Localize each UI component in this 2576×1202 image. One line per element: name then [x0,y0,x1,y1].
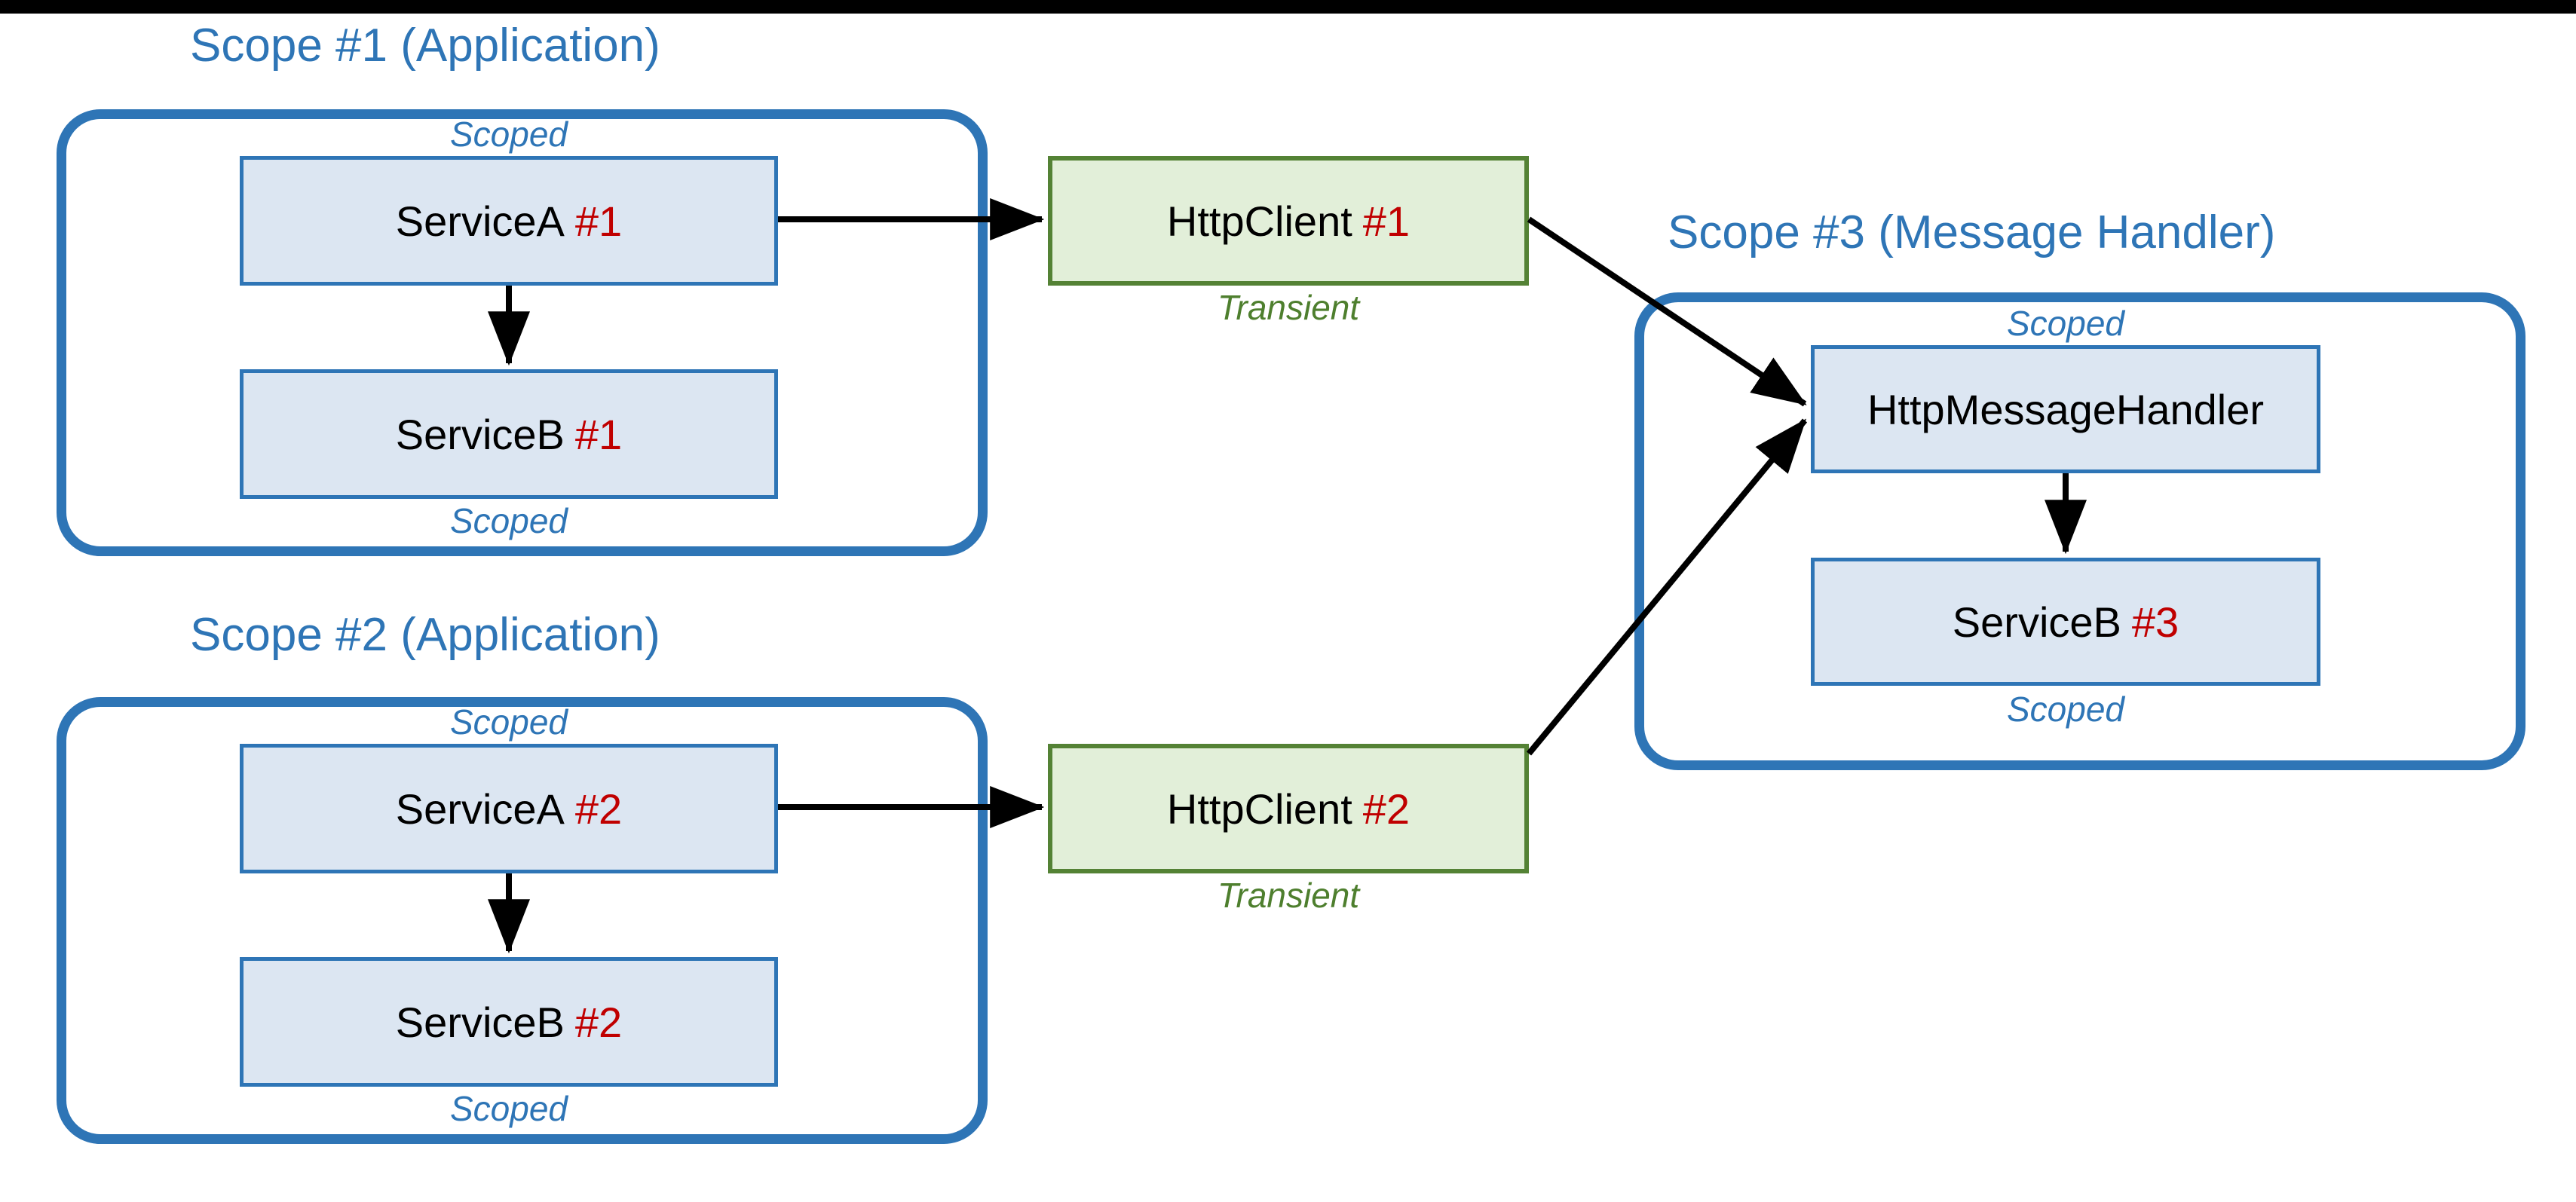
service-b-2-lifetime-label: Scoped [449,1089,568,1128]
service-a-1-lifetime-label: Scoped [449,115,568,154]
node-http-client-1[interactable]: HttpClient #1 [1048,156,1529,286]
service-a-2-lifetime-label: Scoped [449,702,568,742]
node-service-b-3[interactable]: ServiceB #3 [1811,558,2320,686]
node-service-b-1-name: ServiceB [395,410,565,458]
service-b-1-lifetime-label: Scoped [449,501,568,540]
node-http-client-2[interactable]: HttpClient #2 [1048,744,1529,873]
node-http-message-handler-name: HttpMessageHandler [1867,385,2265,433]
node-service-a-1-name: ServiceA [395,197,565,245]
node-http-message-handler[interactable]: HttpMessageHandler [1811,345,2320,473]
scope-2-container [57,697,988,1144]
scope-3-container [1634,292,2525,770]
node-http-client-1-index: #1 [1362,197,1411,245]
node-service-b-2-name: ServiceB [395,998,565,1046]
node-service-a-1-index: #1 [574,197,623,245]
node-service-b-1-index: #1 [574,410,623,458]
http-message-handler-lifetime-label: Scoped [2006,304,2124,343]
node-service-a-2[interactable]: ServiceA #2 [240,744,778,873]
node-service-b-1[interactable]: ServiceB #1 [240,369,778,499]
scope-2-title: Scope #2 (Application) [190,609,660,661]
node-service-a-2-index: #2 [574,785,623,833]
node-service-a-1[interactable]: ServiceA #1 [240,156,778,286]
scope-3-title: Scope #3 (Message Handler) [1668,206,2276,258]
node-service-a-2-name: ServiceA [395,785,565,833]
service-b-3-lifetime-label: Scoped [2006,690,2124,729]
node-http-client-1-name: HttpClient [1166,197,1352,245]
node-service-b-3-name: ServiceB [1952,598,2121,646]
http-client-1-lifetime-label: Transient [1217,288,1360,327]
scope-1-title: Scope #1 (Application) [190,20,660,72]
node-http-client-2-index: #2 [1362,785,1411,833]
http-client-2-lifetime-label: Transient [1217,876,1360,915]
node-service-b-2-index: #2 [574,998,623,1046]
node-http-client-2-name: HttpClient [1166,785,1352,833]
node-service-b-2[interactable]: ServiceB #2 [240,957,778,1087]
node-service-b-3-index: #3 [2131,598,2179,646]
top-black-bar [0,0,2576,14]
